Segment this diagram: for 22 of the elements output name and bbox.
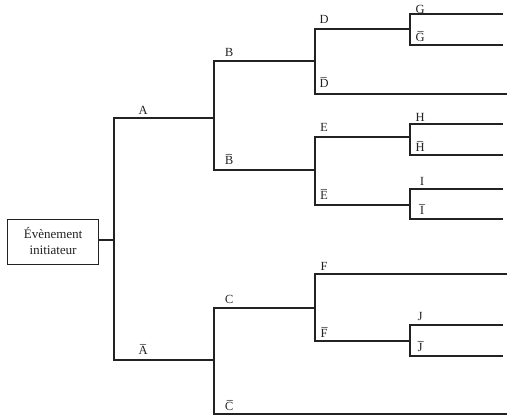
branch-label: I	[420, 174, 424, 188]
branch-label: H	[415, 110, 425, 124]
branch-label: B̅	[224, 153, 234, 167]
branch-label: F̅	[320, 326, 328, 340]
process-box	[7, 219, 99, 265]
branch-label: B	[224, 45, 234, 59]
branch-label: J̅	[418, 340, 422, 354]
branch-label: D	[319, 12, 329, 26]
branch-label: F	[320, 259, 328, 273]
branch-label: J	[418, 309, 422, 323]
branch-label: E̅	[320, 188, 328, 202]
branch-label: C̅	[224, 399, 234, 413]
branch-label: G	[415, 2, 425, 16]
branch-label: A̅	[138, 343, 148, 357]
node-text: Évènement initiateur	[22, 226, 84, 258]
branch-label: H̅	[415, 140, 425, 154]
branch-label: I̅	[420, 203, 424, 217]
branch-label: A	[138, 103, 148, 117]
branch-label: C	[224, 292, 234, 306]
branch-label: D̅	[319, 76, 329, 90]
branch-label: G̅	[415, 30, 425, 44]
branch-label: E	[320, 120, 328, 134]
